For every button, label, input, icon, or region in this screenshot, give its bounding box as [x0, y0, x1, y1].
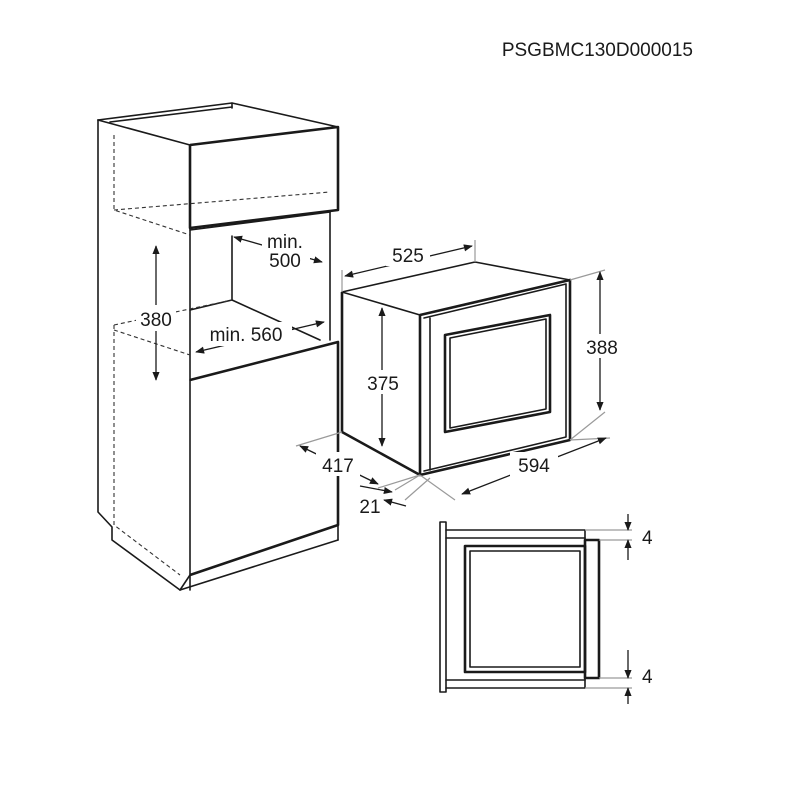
dim-front-overhang: 21 — [359, 474, 431, 518]
dim-top-gap: 4 — [624, 514, 653, 560]
label-appliance-height-body: 375 — [367, 374, 399, 395]
dim-bottom-gap: 4 — [624, 650, 653, 704]
label-top-gap: 4 — [642, 528, 653, 549]
dim-niche-height: 380 — [136, 245, 176, 381]
diagram-code: PSGBMC130D000015 — [502, 40, 693, 61]
label-appliance-depth: 525 — [392, 246, 424, 267]
label-appliance-height-front: 388 — [586, 338, 618, 359]
dim-appliance-height-front: 388 — [569, 269, 622, 441]
label-niche-depth-top: min. — [267, 232, 303, 253]
label-appliance-body-depth: 417 — [322, 456, 354, 477]
dim-appliance-width: 594 — [419, 437, 611, 501]
label-niche-height: 380 — [140, 310, 172, 331]
label-bottom-gap: 4 — [642, 667, 653, 688]
label-niche-width: min. 560 — [210, 325, 283, 346]
section-drawing — [439, 521, 632, 693]
appliance-drawing — [340, 261, 572, 477]
label-front-overhang: 21 — [359, 497, 380, 518]
label-niche-depth-bottom: 500 — [269, 251, 301, 272]
dim-appliance-depth: 525 — [341, 240, 476, 292]
dim-appliance-body-depth: 417 — [295, 431, 421, 489]
dim-niche-width: min. 560 — [195, 320, 325, 354]
label-appliance-width: 594 — [518, 456, 550, 477]
dim-appliance-height-body: 375 — [362, 307, 404, 447]
dim-niche-depth: min. 500 — [233, 230, 323, 272]
